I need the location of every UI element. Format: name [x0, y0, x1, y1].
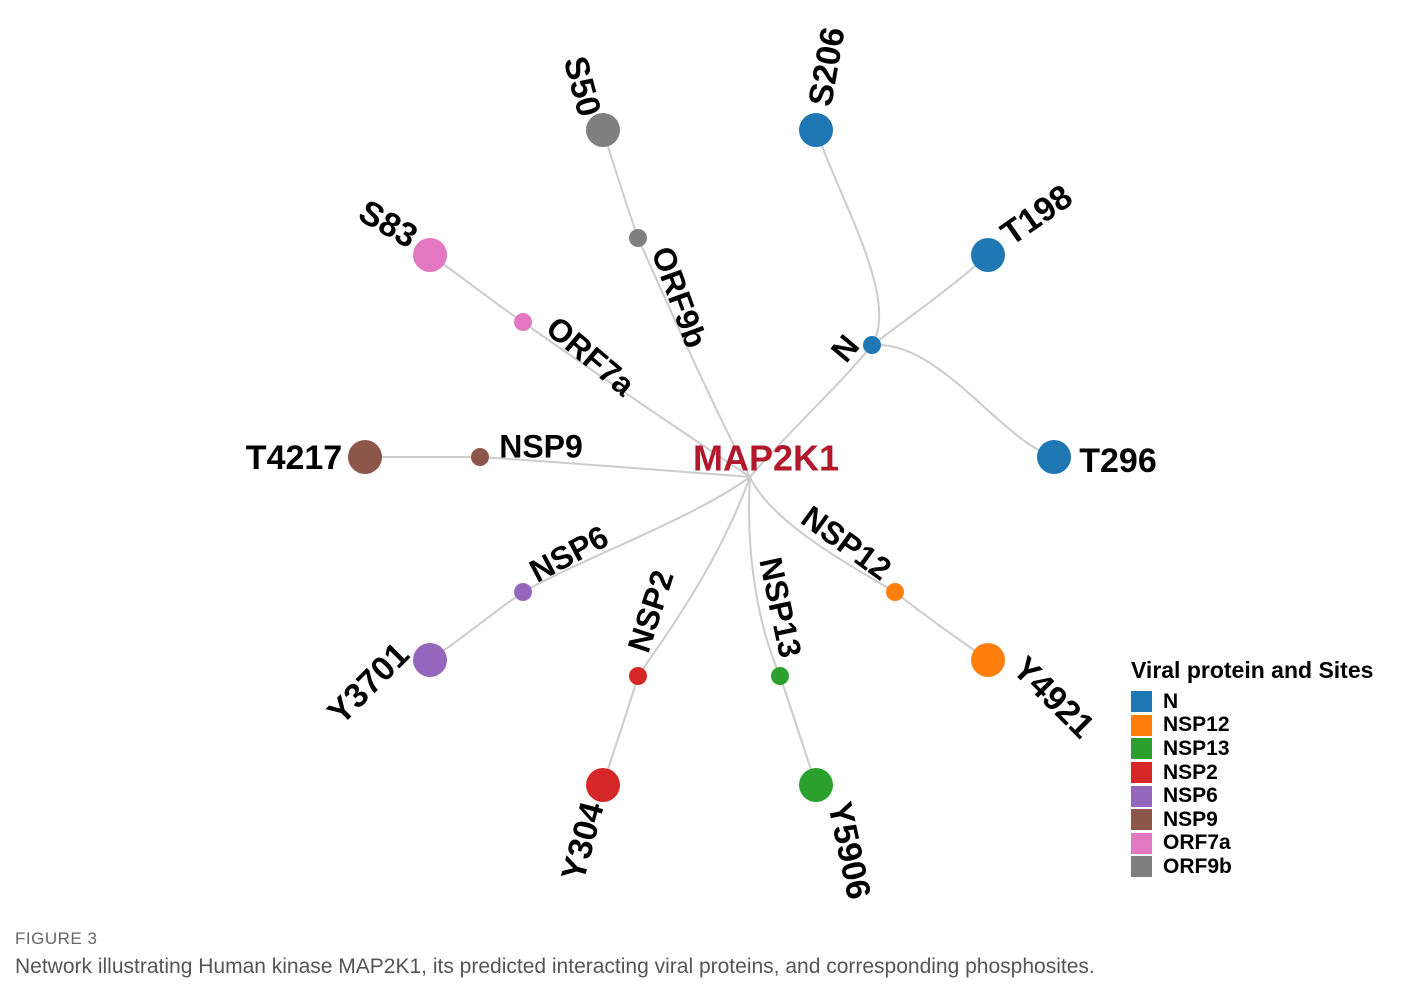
legend-item-label: NSP12: [1163, 713, 1230, 737]
protein-label-n: N: [824, 328, 866, 369]
legend-items: N NSP12 NSP13 NSP2 NSP6 NSP9 ORF7a ORF9: [1131, 690, 1373, 879]
legend-item-nsp13: NSP13: [1131, 737, 1373, 761]
site-node-s206: [799, 113, 833, 147]
edge-y3701: [429, 591, 524, 661]
edge-s83: [429, 254, 524, 323]
site-label-t296: T296: [1079, 442, 1157, 480]
edge-nsp9: [479, 456, 751, 478]
site-node-y5906: [799, 768, 833, 802]
edge-y304: [602, 675, 639, 786]
legend-swatch: [1131, 785, 1152, 807]
legend-item-n: N: [1131, 690, 1373, 714]
legend-swatch: [1131, 714, 1152, 736]
edge-s206: [815, 129, 881, 346]
legend: Viral protein and Sites N NSP12 NSP13 NS…: [1131, 657, 1373, 879]
edge-nsp13: [748, 476, 781, 677]
protein-label-orf9b: ORF9b: [645, 242, 715, 353]
edge-nsp12: [749, 476, 896, 593]
edge-orf9b: [637, 237, 751, 478]
protein-node-nsp12: [886, 583, 904, 601]
legend-title: Viral protein and Sites: [1131, 657, 1374, 683]
site-node-t296: [1037, 440, 1071, 474]
legend-swatch: [1131, 809, 1152, 831]
site-node-y304: [586, 768, 620, 802]
site-node-y3701: [413, 643, 447, 677]
site-label-s83: S83: [352, 193, 423, 256]
legend-item-nsp2: NSP2: [1131, 761, 1373, 785]
protein-node-nsp2: [629, 667, 647, 685]
site-label-y3701: Y3701: [320, 635, 416, 731]
site-node-y4921: [971, 643, 1005, 677]
site-node-t198: [971, 238, 1005, 272]
site-label-s50: S50: [556, 52, 608, 120]
legend-item-orf7a: ORF7a: [1131, 831, 1373, 856]
legend-swatch: [1131, 762, 1152, 784]
site-label-s206: S206: [801, 24, 852, 109]
edge-n: [749, 344, 873, 478]
protein-node-nsp13: [771, 667, 789, 685]
protein-label-nsp2: NSP2: [621, 566, 681, 657]
center-kinase-label: MAP2K1: [693, 438, 839, 479]
network-nodes: [348, 113, 1071, 802]
legend-item-orf9b: ORF9b: [1131, 855, 1373, 879]
legend-item-nsp12: NSP12: [1131, 713, 1373, 738]
site-label-y304: Y304: [554, 798, 611, 885]
legend-item-label: NSP9: [1163, 807, 1218, 831]
protein-label-nsp12: NSP12: [795, 499, 898, 588]
legend-swatch: [1131, 832, 1152, 854]
legend-item-label: N: [1163, 689, 1179, 713]
legend-item-label: NSP6: [1163, 784, 1218, 808]
protein-label-nsp6: NSP6: [523, 518, 614, 589]
protein-label-nsp9: NSP9: [499, 428, 583, 464]
edge-y4921: [894, 591, 989, 661]
edge-orf7a: [522, 321, 751, 478]
site-node-s83: [413, 238, 447, 272]
protein-label-orf7a: ORF7a: [540, 309, 642, 403]
legend-item-nsp6: NSP6: [1131, 784, 1373, 808]
legend-item-nsp9: NSP9: [1131, 808, 1373, 832]
edge-y5906: [779, 675, 817, 786]
protein-label-nsp13: NSP13: [752, 554, 808, 661]
legend-item-label: ORF7a: [1163, 831, 1231, 855]
protein-node-orf7a: [514, 313, 532, 331]
edge-s50: [602, 129, 639, 239]
site-node-s50: [586, 113, 620, 147]
site-node-t4217: [348, 440, 382, 474]
site-label-t198: T198: [994, 178, 1079, 254]
site-label-y5906: Y5906: [820, 799, 878, 903]
legend-swatch: [1131, 856, 1152, 878]
edge-nsp6: [522, 476, 751, 593]
protein-node-orf9b: [629, 229, 647, 247]
edge-nsp2: [637, 476, 751, 677]
legend-swatch: [1131, 738, 1152, 760]
protein-node-nsp9: [471, 448, 489, 466]
protein-node-n: [863, 336, 881, 354]
figure-caption: FIGURE 3 Network illustrating Human kina…: [15, 929, 1095, 979]
legend-item-label: ORF9b: [1163, 854, 1232, 878]
legend-item-label: NSP13: [1163, 736, 1230, 760]
legend-swatch: [1131, 691, 1152, 713]
edge-t198: [871, 254, 989, 346]
caption-text: Network illustrating Human kinase MAP2K1…: [15, 955, 1095, 978]
site-label-y4921: Y4921: [1005, 649, 1101, 745]
figure-label: FIGURE 3: [15, 929, 98, 948]
legend-item-label: NSP2: [1163, 760, 1218, 784]
site-label-t4217: T4217: [246, 439, 342, 477]
edge-t296: [871, 343, 1055, 458]
protein-node-nsp6: [514, 583, 532, 601]
